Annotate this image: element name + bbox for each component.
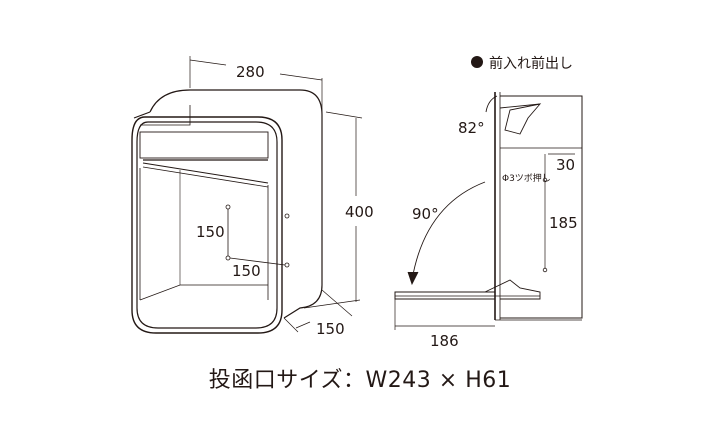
height-dimension-line: [303, 111, 363, 309]
width-dimension-line: [189, 56, 323, 112]
bullet-icon: [471, 56, 483, 68]
door-length-dim-label: 186: [430, 332, 459, 350]
side-view-body: [394, 92, 583, 330]
depth-dimension-line: [283, 289, 353, 333]
lid-angle-label: 82°: [458, 119, 485, 137]
mode-label: 前入れ前出し: [489, 55, 573, 72]
hole-vertical-dim-label: 150: [196, 223, 225, 241]
mounting-holes: [225, 204, 290, 268]
width-dim-label: 280: [236, 63, 265, 81]
slot-size-caption: 投函口サイズ：W243 × H61: [208, 368, 512, 393]
hole-horizontal-dim-label: 150: [232, 262, 261, 280]
angle-arcs: [407, 95, 498, 286]
front-view-box: [131, 89, 323, 334]
hole-pitch-dim-label: 185: [549, 214, 578, 232]
top-dim-label: 30: [556, 156, 575, 174]
bolt-label: Φ3ツボ押し: [502, 172, 551, 184]
door-angle-label: 90°: [412, 205, 439, 223]
height-dim-label: 400: [345, 203, 374, 221]
depth-dim-label: 150: [316, 320, 345, 338]
